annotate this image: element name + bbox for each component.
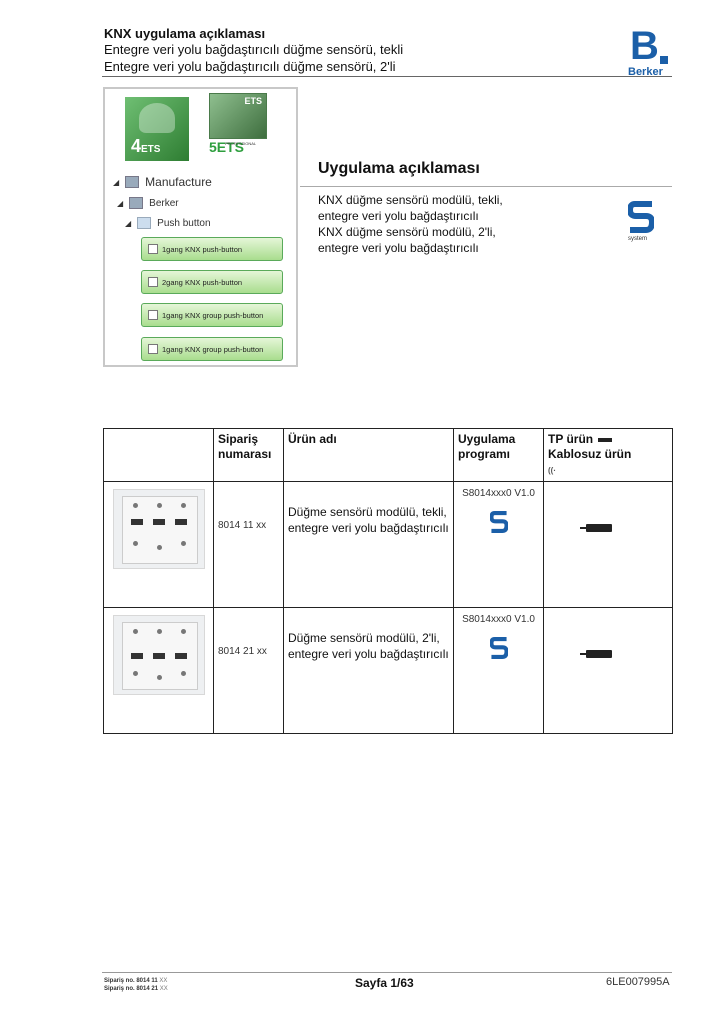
device-icon bbox=[148, 344, 158, 354]
s-system-icon bbox=[628, 201, 654, 233]
push-button-image bbox=[112, 615, 205, 695]
page-number: Sayfa 1/63 bbox=[355, 976, 414, 990]
device-icon bbox=[148, 277, 158, 287]
s-system-logo: system bbox=[626, 201, 656, 249]
section-title: Uygulama açıklaması bbox=[318, 160, 480, 177]
tp-plug-cell bbox=[543, 481, 673, 608]
order-number: 8014 11 xx bbox=[213, 481, 284, 608]
device-icon bbox=[148, 244, 158, 254]
expand-triangle-icon[interactable]: ◢ bbox=[125, 218, 132, 228]
tree-item-1gang-group[interactable]: 1gang KNX group push-button bbox=[141, 303, 283, 327]
ets-screenshot: 4ETS ETS 5ETS PROFESSIONAL ◢ Manufacture… bbox=[103, 87, 298, 367]
tp-plug-icon bbox=[586, 650, 612, 658]
product-image-cell bbox=[103, 607, 214, 734]
table-row: 8014 21 xx Düğme sensörü modülü, 2'li, e… bbox=[103, 607, 673, 734]
push-button-image bbox=[112, 489, 205, 569]
tp-wire-icon bbox=[598, 437, 613, 442]
order-number: 8014 21 xx bbox=[213, 607, 284, 734]
section-description: KNX düğme sensörü modülü, tekli, entegre… bbox=[318, 193, 503, 255]
doc-subtitle-2: Entegre veri yolu bağdaştırıcılı düğme s… bbox=[104, 59, 396, 74]
tp-plug-icon bbox=[586, 524, 612, 532]
table-row: 8014 11 xx Düğme sensörü modülü, tekli, … bbox=[103, 481, 673, 608]
expand-triangle-icon[interactable]: ◢ bbox=[113, 177, 120, 187]
wireless-icon: ((· bbox=[548, 466, 556, 475]
section-divider bbox=[300, 186, 672, 187]
folder-icon bbox=[129, 197, 144, 209]
footer-order-2: Sipariş no. 8014 21 XX bbox=[104, 986, 168, 992]
product-image-cell bbox=[103, 481, 214, 608]
tree-item-1gang-group-2[interactable]: 1gang KNX group push-button bbox=[141, 337, 283, 361]
table-header-row: Sipariş numarası Ürün adı Uygulama progr… bbox=[103, 428, 673, 482]
tree-maker[interactable]: ◢ Berker bbox=[117, 197, 179, 209]
header-program: Uygulama programı bbox=[453, 428, 544, 482]
header-order: Sipariş numarası bbox=[213, 428, 284, 482]
doc-subtitle-1: Entegre veri yolu bağdaştırıcılı düğme s… bbox=[104, 42, 404, 57]
ets4-logo: 4ETS bbox=[125, 97, 189, 161]
tree-item-2gang[interactable]: 2gang KNX push-button bbox=[141, 270, 283, 294]
doc-title: KNX uygulama açıklaması bbox=[104, 26, 266, 41]
footer-order-1: Sipariş no. 8014 11 XX bbox=[104, 978, 168, 984]
device-icon bbox=[148, 310, 158, 320]
footer-divider bbox=[102, 972, 672, 973]
application-program: S8014xxx0 V1.0 bbox=[453, 607, 544, 734]
tree-item-1gang[interactable]: 1gang KNX push-button bbox=[141, 237, 283, 261]
header-tp-wireless: TP ürün Kablosuz ürün ((· bbox=[543, 428, 673, 482]
s-system-icon bbox=[488, 511, 509, 533]
ets5-logo: ETS 5ETS PROFESSIONAL bbox=[209, 93, 267, 159]
tree-category[interactable]: ◢ Push button bbox=[125, 217, 211, 229]
tp-plug-cell bbox=[543, 607, 673, 734]
product-name: Düğme sensörü modülü, 2'li, entegre veri… bbox=[283, 607, 454, 734]
folder-icon bbox=[125, 176, 140, 188]
s-system-icon bbox=[488, 637, 509, 659]
document-number: 6LE007995A bbox=[606, 976, 670, 988]
product-table: Sipariş numarası Ürün adı Uygulama progr… bbox=[103, 428, 673, 734]
expand-triangle-icon[interactable]: ◢ bbox=[117, 198, 124, 208]
product-name: Düğme sensörü modülü, tekli, entegre ver… bbox=[283, 481, 454, 608]
header-name: Ürün adı bbox=[283, 428, 454, 482]
header-divider bbox=[102, 76, 672, 77]
category-icon bbox=[137, 217, 152, 229]
tree-root[interactable]: ◢ Manufacture bbox=[113, 175, 212, 189]
header-image bbox=[103, 428, 214, 482]
berker-logo: B Berker bbox=[626, 26, 674, 78]
application-program: S8014xxx0 V1.0 bbox=[453, 481, 544, 608]
